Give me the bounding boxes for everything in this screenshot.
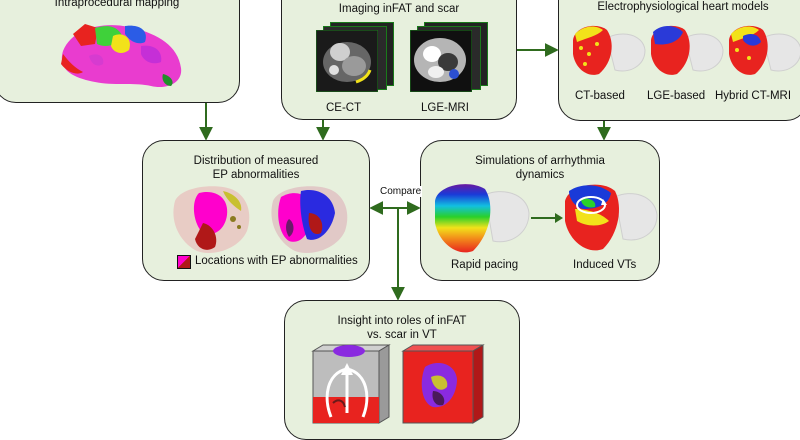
panel-title: Electrophysiological heart models — [597, 1, 769, 13]
induced-vts-label: Induced VTs — [573, 259, 637, 271]
panel-imaging: Imaging inFAT and scar CE-CT LGE-MRI — [281, 0, 517, 120]
panel-distribution-ep-abnormalities: Distribution of measured EP abnormalitie… — [142, 140, 370, 281]
rapid-pacing-heart-image — [435, 184, 530, 253]
rapid-pacing-label: Rapid pacing — [451, 259, 519, 271]
pacing-to-vt-arrow — [531, 213, 563, 223]
lge-based-model-image — [651, 25, 724, 75]
panel-ep-heart-models: Electrophysiological heart models CT-bas… — [558, 0, 800, 121]
panel-title-line1: Distribution of measured — [193, 155, 319, 167]
panel-title-line2: EP abnormalities — [212, 169, 300, 181]
ce-ct-image-stack — [316, 22, 396, 92]
panel-title-line2: vs. scar in VT — [367, 329, 437, 341]
compare-label: Compare — [379, 186, 423, 197]
induced-vt-heart-image — [565, 184, 658, 251]
lge-based-label: LGE-based — [647, 90, 706, 102]
distribution-heart-left-image — [173, 186, 250, 253]
insight-scar-block-image — [401, 344, 485, 424]
panel-title-line1: Simulations of arrhythmia — [475, 155, 605, 167]
panel-title: Intraprocedural mapping — [54, 0, 180, 9]
lge-mri-image-stack — [410, 22, 490, 92]
legend-swatch — [177, 255, 191, 269]
lge-mri-label: LGE-MRI — [421, 102, 469, 114]
ce-ct-label: CE-CT — [326, 102, 362, 114]
panel-simulations-arrhythmia: Simulations of arrhythmia dynamics Rapid… — [420, 140, 660, 281]
ct-based-model-image — [573, 25, 646, 75]
panel-title: Imaging inFAT and scar — [338, 3, 460, 15]
panel-insight-infat-vs-scar: Insight into roles of inFAT vs. scar in … — [284, 300, 520, 440]
insight-infat-block-image — [311, 344, 391, 424]
hybrid-ct-mri-label: Hybrid CT-MRI — [715, 90, 792, 102]
legend-label: Locations with EP abnormalities — [195, 255, 358, 267]
panel-title-line2: dynamics — [515, 169, 565, 181]
panel-intraprocedural-mapping: Intraprocedural mapping — [0, 0, 240, 103]
hybrid-ct-mri-model-image — [729, 25, 800, 75]
mapping-heart-image — [61, 24, 182, 88]
distribution-heart-right-image — [271, 186, 348, 253]
panel-title-line1: Insight into roles of inFAT — [337, 315, 467, 327]
ct-based-label: CT-based — [575, 90, 625, 102]
